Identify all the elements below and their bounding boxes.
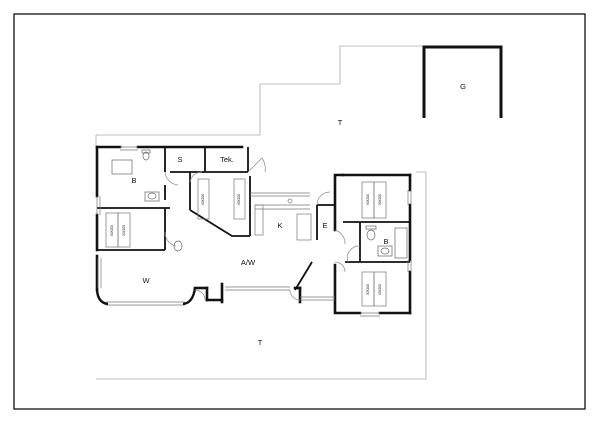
bed-label: 90X200: [378, 284, 382, 295]
garage: [422, 45, 503, 118]
room-label-terrace-south: T: [258, 338, 263, 347]
site-boundary: [95, 45, 427, 380]
bed-label: 90X200: [366, 194, 370, 205]
bed-label: 90X200: [366, 284, 370, 295]
room-label-terrace-north: T: [338, 118, 343, 127]
beds: [105, 178, 387, 307]
room-label-living: W: [142, 276, 150, 285]
room-label-kitchen: K: [277, 221, 282, 230]
interior-walls: [97, 147, 410, 291]
windows: [96, 146, 412, 317]
door-swings: [164, 157, 361, 301]
bed-label: 90X200: [110, 225, 114, 236]
room-label-bath-east: B: [383, 237, 388, 246]
room-label-entrance: E: [322, 221, 327, 230]
bed-label: 90X200: [201, 194, 205, 205]
sanitary-fixtures: [111, 149, 408, 259]
kitchen-counters: [254, 198, 312, 241]
room-label-garage: G: [460, 82, 466, 91]
bed-label: 90X200: [237, 194, 241, 205]
room-label-bath-west: B: [131, 176, 136, 185]
bed-label-group: 90X200 90X200 90X200 90X200 90X200 90X20…: [110, 194, 382, 295]
bed-label: 90X200: [122, 225, 126, 236]
living-room-bay: [95, 287, 197, 306]
bed-label: 90X200: [378, 194, 382, 205]
room-label-living-dining: A/W: [241, 258, 256, 267]
drawing-frame: [13, 13, 586, 410]
room-label-storage: S: [177, 155, 182, 164]
room-labels: G T S Tek. B B K E A/W W T: [131, 82, 466, 347]
exterior-walls: [95, 145, 412, 315]
room-label-technical: Tek.: [220, 155, 234, 164]
